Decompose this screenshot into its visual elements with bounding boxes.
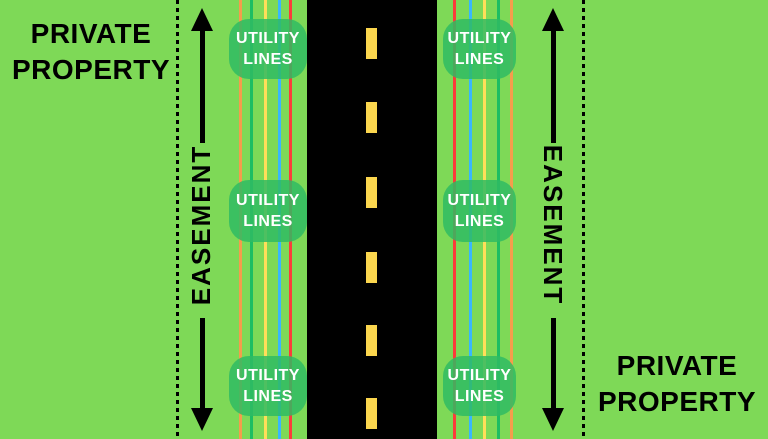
easement-label-left: EASEMENT xyxy=(186,144,216,306)
utility-lines-badge-line2: LINES xyxy=(454,213,505,230)
utility-lines-badge-line2: LINES xyxy=(243,388,293,405)
arrow-shaft xyxy=(551,318,556,410)
arrow-down-icon xyxy=(191,408,213,431)
utility-lines-badge-line2: LINES xyxy=(454,388,505,405)
arrow-down-icon xyxy=(542,408,564,431)
property-boundary-line-left xyxy=(176,0,179,439)
utility-lines-badge-line1: UTILITY xyxy=(447,192,512,209)
lane-dash xyxy=(366,398,377,429)
property-boundary-line-right xyxy=(582,0,585,439)
arrow-up-icon xyxy=(542,8,564,31)
lane-dash xyxy=(366,102,377,133)
utility-lines-badge: UTILITY LINES xyxy=(229,356,307,416)
private-property-line2: PROPERTY xyxy=(597,386,757,417)
arrow-shaft xyxy=(200,28,205,143)
utility-lines-badge-line1: UTILITY xyxy=(236,192,300,209)
utility-lines-badge-line1: UTILITY xyxy=(447,30,512,47)
easement-label-right: EASEMENT xyxy=(538,144,568,306)
utility-lines-badge-line2: LINES xyxy=(243,213,293,230)
utility-lines-badge-line2: LINES xyxy=(243,51,293,68)
utility-lines-badge: UTILITY LINES xyxy=(443,19,516,79)
utility-lines-badge: UTILITY LINES xyxy=(229,19,307,79)
utility-lines-badge-line2: LINES xyxy=(454,51,505,68)
utility-lines-badge-line1: UTILITY xyxy=(236,367,300,384)
private-property-label-bottom-right: PRIVATE PROPERTY xyxy=(586,348,768,420)
private-property-line2: PROPERTY xyxy=(11,54,171,85)
private-property-line1: PRIVATE xyxy=(30,18,152,49)
private-property-line1: PRIVATE xyxy=(616,350,738,381)
road xyxy=(307,0,437,439)
lane-dash xyxy=(366,252,377,283)
utility-lines-badge: UTILITY LINES xyxy=(443,356,516,416)
utility-lines-badge-line1: UTILITY xyxy=(447,367,512,384)
lane-dash xyxy=(366,325,377,356)
arrow-shaft xyxy=(551,28,556,143)
utility-lines-badge-line1: UTILITY xyxy=(236,30,300,47)
utility-lines-badge: UTILITY LINES xyxy=(229,180,307,242)
private-property-label-top-left: PRIVATE PROPERTY xyxy=(0,16,182,88)
arrow-shaft xyxy=(200,318,205,410)
arrow-up-icon xyxy=(191,8,213,31)
lane-dash xyxy=(366,177,377,208)
lane-dash xyxy=(366,28,377,59)
utility-lines-badge: UTILITY LINES xyxy=(443,180,516,242)
